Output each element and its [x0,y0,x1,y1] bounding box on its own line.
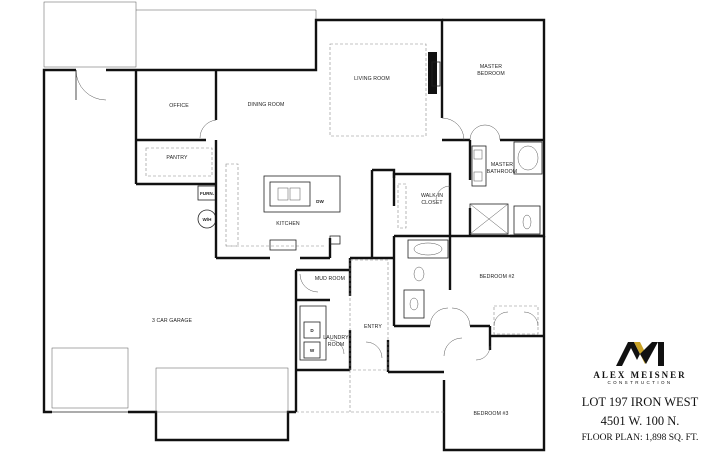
master-bathroom-label-1: MASTER [491,162,513,168]
bedroom-2-area [392,234,546,336]
patio-outline [43,1,317,68]
master-bedroom-label-2: BEDROOM [477,71,505,77]
master-bedroom-label-1: MASTER [480,64,502,70]
pantry-label: PANTRY [166,155,188,161]
entry-mud-laundry [294,168,444,412]
garage [42,68,296,442]
room-labels: LIVING ROOM MASTER BEDROOM OFFICE DINING… [152,64,517,417]
dryer-label: D [310,328,314,333]
mud-room-label: MUD ROOM [315,276,345,282]
laundry-room-label-2: ROOM [328,342,345,348]
walk-in-closet-label-1: WALK-IN [421,193,443,199]
master-bathroom-label-2: BATHROOM [487,169,517,175]
am-logo-icon [616,342,664,366]
brand-logo [560,340,720,368]
front-porch [296,370,444,413]
master-suite [392,18,546,238]
title-block: ALEX MEISNER CONSTRUCTION LOT 197 IRON W… [560,340,720,443]
water-heater-label: W/H [203,217,213,222]
office-label: OFFICE [169,103,189,109]
living-room-label: LIVING ROOM [354,76,390,82]
bedroom-3-label: BEDROOM #3 [473,411,508,417]
bedroom-3-area [442,326,546,452]
dining-room-label: DINING ROOM [248,102,285,108]
bedroom-2-label: BEDROOM #2 [479,274,514,280]
brand-subtitle: CONSTRUCTION [607,380,673,385]
great-room [216,18,444,260]
office-pantry [136,70,218,258]
floor-plan-area: FLOOR PLAN: 1,898 SQ. FT. [581,433,699,443]
kitchen-label: KITCHEN [276,221,300,227]
lot-title: LOT 197 IRON WEST [581,395,699,409]
brand-name: ALEX MEISNER [593,370,687,380]
furnace-label: FURN. [200,191,214,196]
fixture-labels: FURN. W/H DW D W [200,191,325,353]
walk-in-closet-label-2: CLOSET [421,200,443,206]
garage-label: 3 CAR GARAGE [152,318,193,324]
entry-label: ENTRY [364,324,382,330]
address: 4501 W. 100 N. [600,414,680,428]
laundry-room-label-1: LAUNDRY [323,335,349,341]
washer-label: W [310,348,315,353]
dishwasher-label: DW [316,199,324,204]
